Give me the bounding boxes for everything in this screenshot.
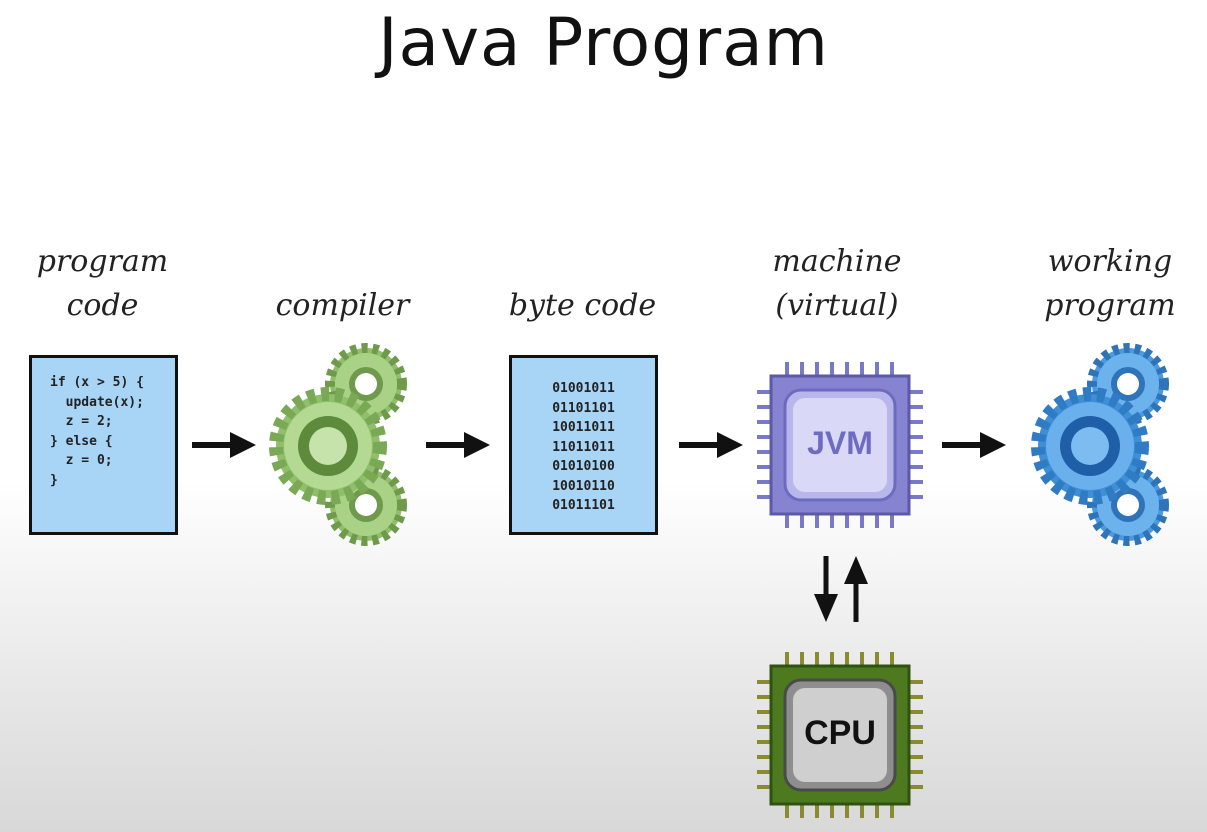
- label-byte-code-text: byte code: [508, 288, 657, 323]
- label-machine-line2: (virtual): [775, 288, 899, 323]
- label-program-code-line2: code: [66, 288, 139, 323]
- byte-code-list: 01001011 01101101 10011011 11011011 0101…: [512, 379, 655, 516]
- code-line: z = 0;: [50, 453, 113, 468]
- gear-large: [269, 387, 387, 505]
- byte-code-box: 01001011 01101101 10011011 11011011 0101…: [509, 355, 658, 535]
- label-working-program-line2: program: [1044, 288, 1176, 323]
- right-arrow-icon: [942, 432, 1006, 458]
- code-line: }: [50, 472, 58, 488]
- compiler-gears-icon: [269, 343, 407, 546]
- cpu-chip-icon: [757, 652, 923, 818]
- byte-code-line: 10010110: [552, 478, 615, 494]
- source-code: if (x > 5) { update(x); z = 2; } else { …: [50, 373, 144, 490]
- code-line: } else {: [50, 433, 113, 449]
- byte-code-line: 01010100: [552, 459, 615, 474]
- label-machine: machine (virtual): [752, 240, 922, 328]
- code-line: if (x > 5) {: [50, 375, 144, 390]
- source-code-box: if (x > 5) { update(x); z = 2; } else { …: [29, 355, 178, 535]
- right-arrow-icon: [192, 432, 256, 458]
- cpu-chip-label: CPU: [804, 714, 876, 752]
- right-arrow-icon: [426, 432, 490, 458]
- jvm-chip-label: JVM: [807, 425, 873, 461]
- code-line: update(x);: [50, 394, 144, 410]
- label-compiler-text: compiler: [275, 288, 410, 323]
- byte-code-line: 01101101: [552, 400, 615, 416]
- label-program-code-line1: program: [36, 244, 169, 279]
- label-working-program: working program: [1025, 240, 1195, 328]
- label-compiler: compiler: [255, 284, 430, 328]
- byte-code-line: 01001011: [552, 381, 615, 396]
- label-byte-code: byte code: [490, 284, 675, 328]
- byte-code-line: 01011101: [552, 498, 615, 513]
- byte-code-line: 11011011: [552, 439, 615, 455]
- page-title: Java Program: [378, 4, 829, 81]
- working-program-gears-icon: [1031, 343, 1169, 546]
- byte-code-line: 10011011: [552, 420, 615, 435]
- jvm-chip-icon: [757, 362, 923, 528]
- right-arrow-icon: [679, 432, 743, 458]
- gear-large: [1031, 387, 1149, 505]
- label-program-code: program code: [20, 240, 185, 328]
- label-working-program-line1: working: [1047, 244, 1173, 279]
- bidirectional-arrow-icon: [814, 556, 868, 622]
- label-machine-line1: machine: [772, 244, 902, 279]
- code-line: z = 2;: [50, 414, 113, 429]
